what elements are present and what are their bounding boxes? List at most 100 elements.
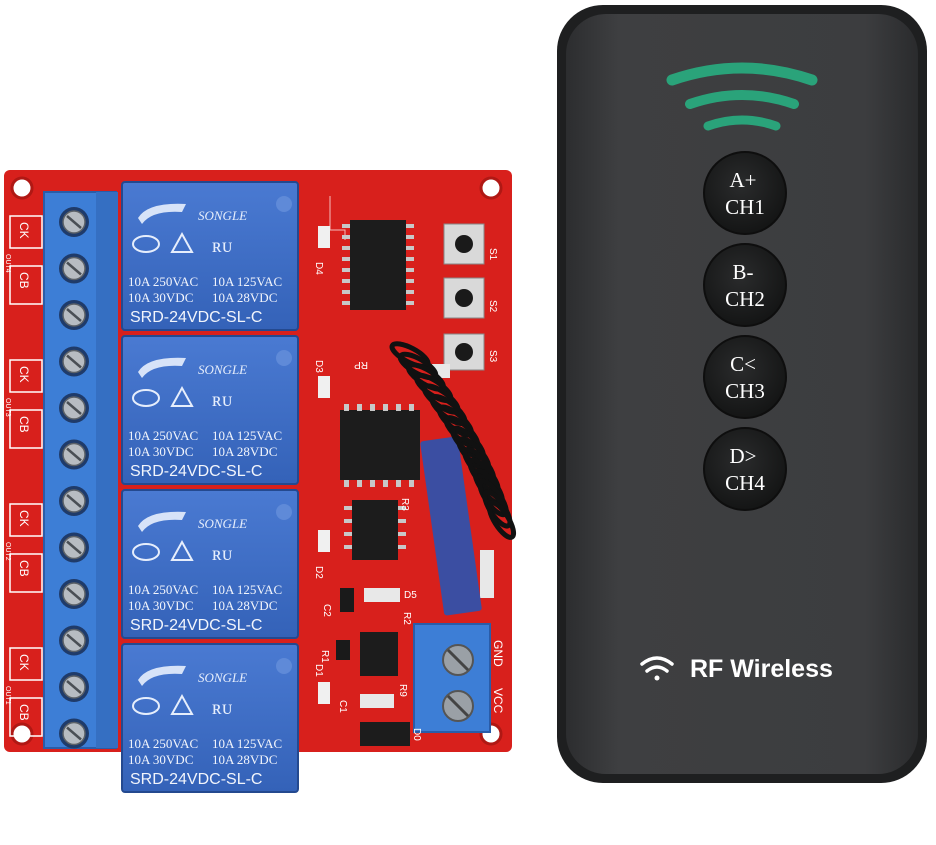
- remote-button-ch1[interactable]: A+ CH1: [703, 151, 787, 235]
- button-face[interactable]: [703, 335, 787, 419]
- relay-rating: 10A 28VDC: [212, 598, 277, 613]
- button-face[interactable]: [703, 151, 787, 235]
- button-top-label: D>: [729, 444, 756, 468]
- label-s2: S2: [487, 300, 498, 313]
- screw-slot: [66, 587, 82, 601]
- label-r2: R2: [401, 612, 412, 625]
- relay-rating: 10A 125VAC: [212, 582, 282, 597]
- relay-model: SRD-24VDC-SL-C: [130, 309, 262, 326]
- relay-body: [121, 335, 299, 485]
- ul-mark-icon: ʀᴜ: [212, 543, 233, 565]
- relay-model: SRD-24VDC-SL-C: [130, 771, 262, 788]
- label-vcc: VCC: [491, 688, 505, 714]
- screw-slot: [66, 633, 82, 648]
- ic-pins: [342, 224, 414, 549]
- button-face[interactable]: [703, 243, 787, 327]
- remote-button-ch3[interactable]: C<CH3: [703, 335, 787, 419]
- relay-dot: [276, 350, 292, 366]
- label-box: [9, 409, 43, 449]
- cqc-icon: [132, 389, 160, 407]
- cqc-icon: [132, 697, 160, 715]
- screw-slot: [66, 447, 82, 462]
- remote-button-ch2[interactable]: B-CH2: [703, 243, 787, 327]
- screw-slot: [66, 401, 82, 415]
- label-box: [9, 265, 43, 305]
- label-c2: C2: [321, 604, 332, 617]
- relay-body: [121, 181, 299, 331]
- relay-brand: SONGLE: [198, 208, 247, 223]
- label-box: [9, 697, 43, 737]
- relay-rating: 10A 28VDC: [212, 752, 277, 767]
- push-button-s2: [443, 277, 485, 319]
- smd-part: [480, 550, 494, 598]
- regulator: [360, 632, 398, 676]
- relay-rating: 10A 250VAC: [128, 274, 198, 289]
- screw-terminals: [59, 207, 89, 749]
- terminal-strip-side: [96, 192, 118, 748]
- label-s1: S1: [487, 248, 498, 261]
- button-bottom-label: CH2: [725, 287, 765, 311]
- diode: [360, 722, 410, 746]
- push-button-s3: [443, 333, 485, 371]
- ck-label: CK: [17, 222, 31, 239]
- cert-triangle-icon: [170, 385, 194, 407]
- ck-label: CK: [17, 366, 31, 383]
- ck-label: CK: [17, 654, 31, 671]
- button-top-label: A+: [729, 168, 756, 192]
- brand-label: RF Wireless: [690, 655, 833, 683]
- screw-slot: [66, 261, 82, 276]
- screw-slot: [66, 680, 82, 694]
- mounting-hole: [10, 722, 34, 746]
- label-box: [9, 359, 43, 393]
- coiled-antenna: [389, 341, 517, 540]
- label-d1: D1: [313, 664, 324, 677]
- label-rp: RP: [354, 359, 368, 370]
- relay-model: SRD-24VDC-SL-C: [130, 463, 262, 480]
- label-d4: D4: [313, 262, 324, 275]
- cert-triangle-icon: [170, 231, 194, 253]
- songle-logo-icon: [138, 203, 186, 224]
- cert-triangle-icon: [170, 539, 194, 561]
- screw-slot: [66, 726, 82, 741]
- label-box: [9, 215, 43, 249]
- ic-chip: [350, 220, 406, 310]
- cb-label: CB: [17, 560, 31, 577]
- relay-rating: 10A 30VDC: [128, 290, 193, 305]
- label-d0: D0: [411, 728, 422, 741]
- relay-rating: 10A 250VAC: [128, 428, 198, 443]
- out-label: OUT1: [4, 686, 11, 705]
- button-bottom-label: CH1: [725, 195, 765, 219]
- relay-rating: 10A 30VDC: [128, 444, 193, 459]
- button-top-label: C<: [730, 352, 756, 376]
- label-box: [9, 647, 43, 681]
- output-label-group: CK CB OUT1: [4, 647, 43, 737]
- relay-dot: [276, 504, 292, 520]
- remote-button-ch4[interactable]: D>CH4: [703, 427, 787, 511]
- label-gnd: GND: [491, 640, 505, 667]
- relay-rating: 10A 250VAC: [128, 736, 198, 751]
- relay-body: [121, 489, 299, 639]
- smd-part: [340, 588, 354, 612]
- button-face[interactable]: [703, 427, 787, 511]
- screw-slot: [66, 308, 82, 322]
- label-r1: R1: [319, 650, 330, 663]
- smd-part: [318, 682, 330, 704]
- ic-chip: [352, 500, 398, 560]
- smd-part: [360, 694, 394, 708]
- smd-part: [318, 530, 330, 552]
- cert-triangle-icon: [170, 693, 194, 715]
- cb-label: CB: [17, 704, 31, 721]
- relay-model: SRD-24VDC-SL-C: [130, 617, 262, 634]
- relay-dot: [276, 196, 292, 212]
- ul-mark-icon: ʀᴜ: [212, 697, 233, 719]
- ck-label: CK: [17, 510, 31, 527]
